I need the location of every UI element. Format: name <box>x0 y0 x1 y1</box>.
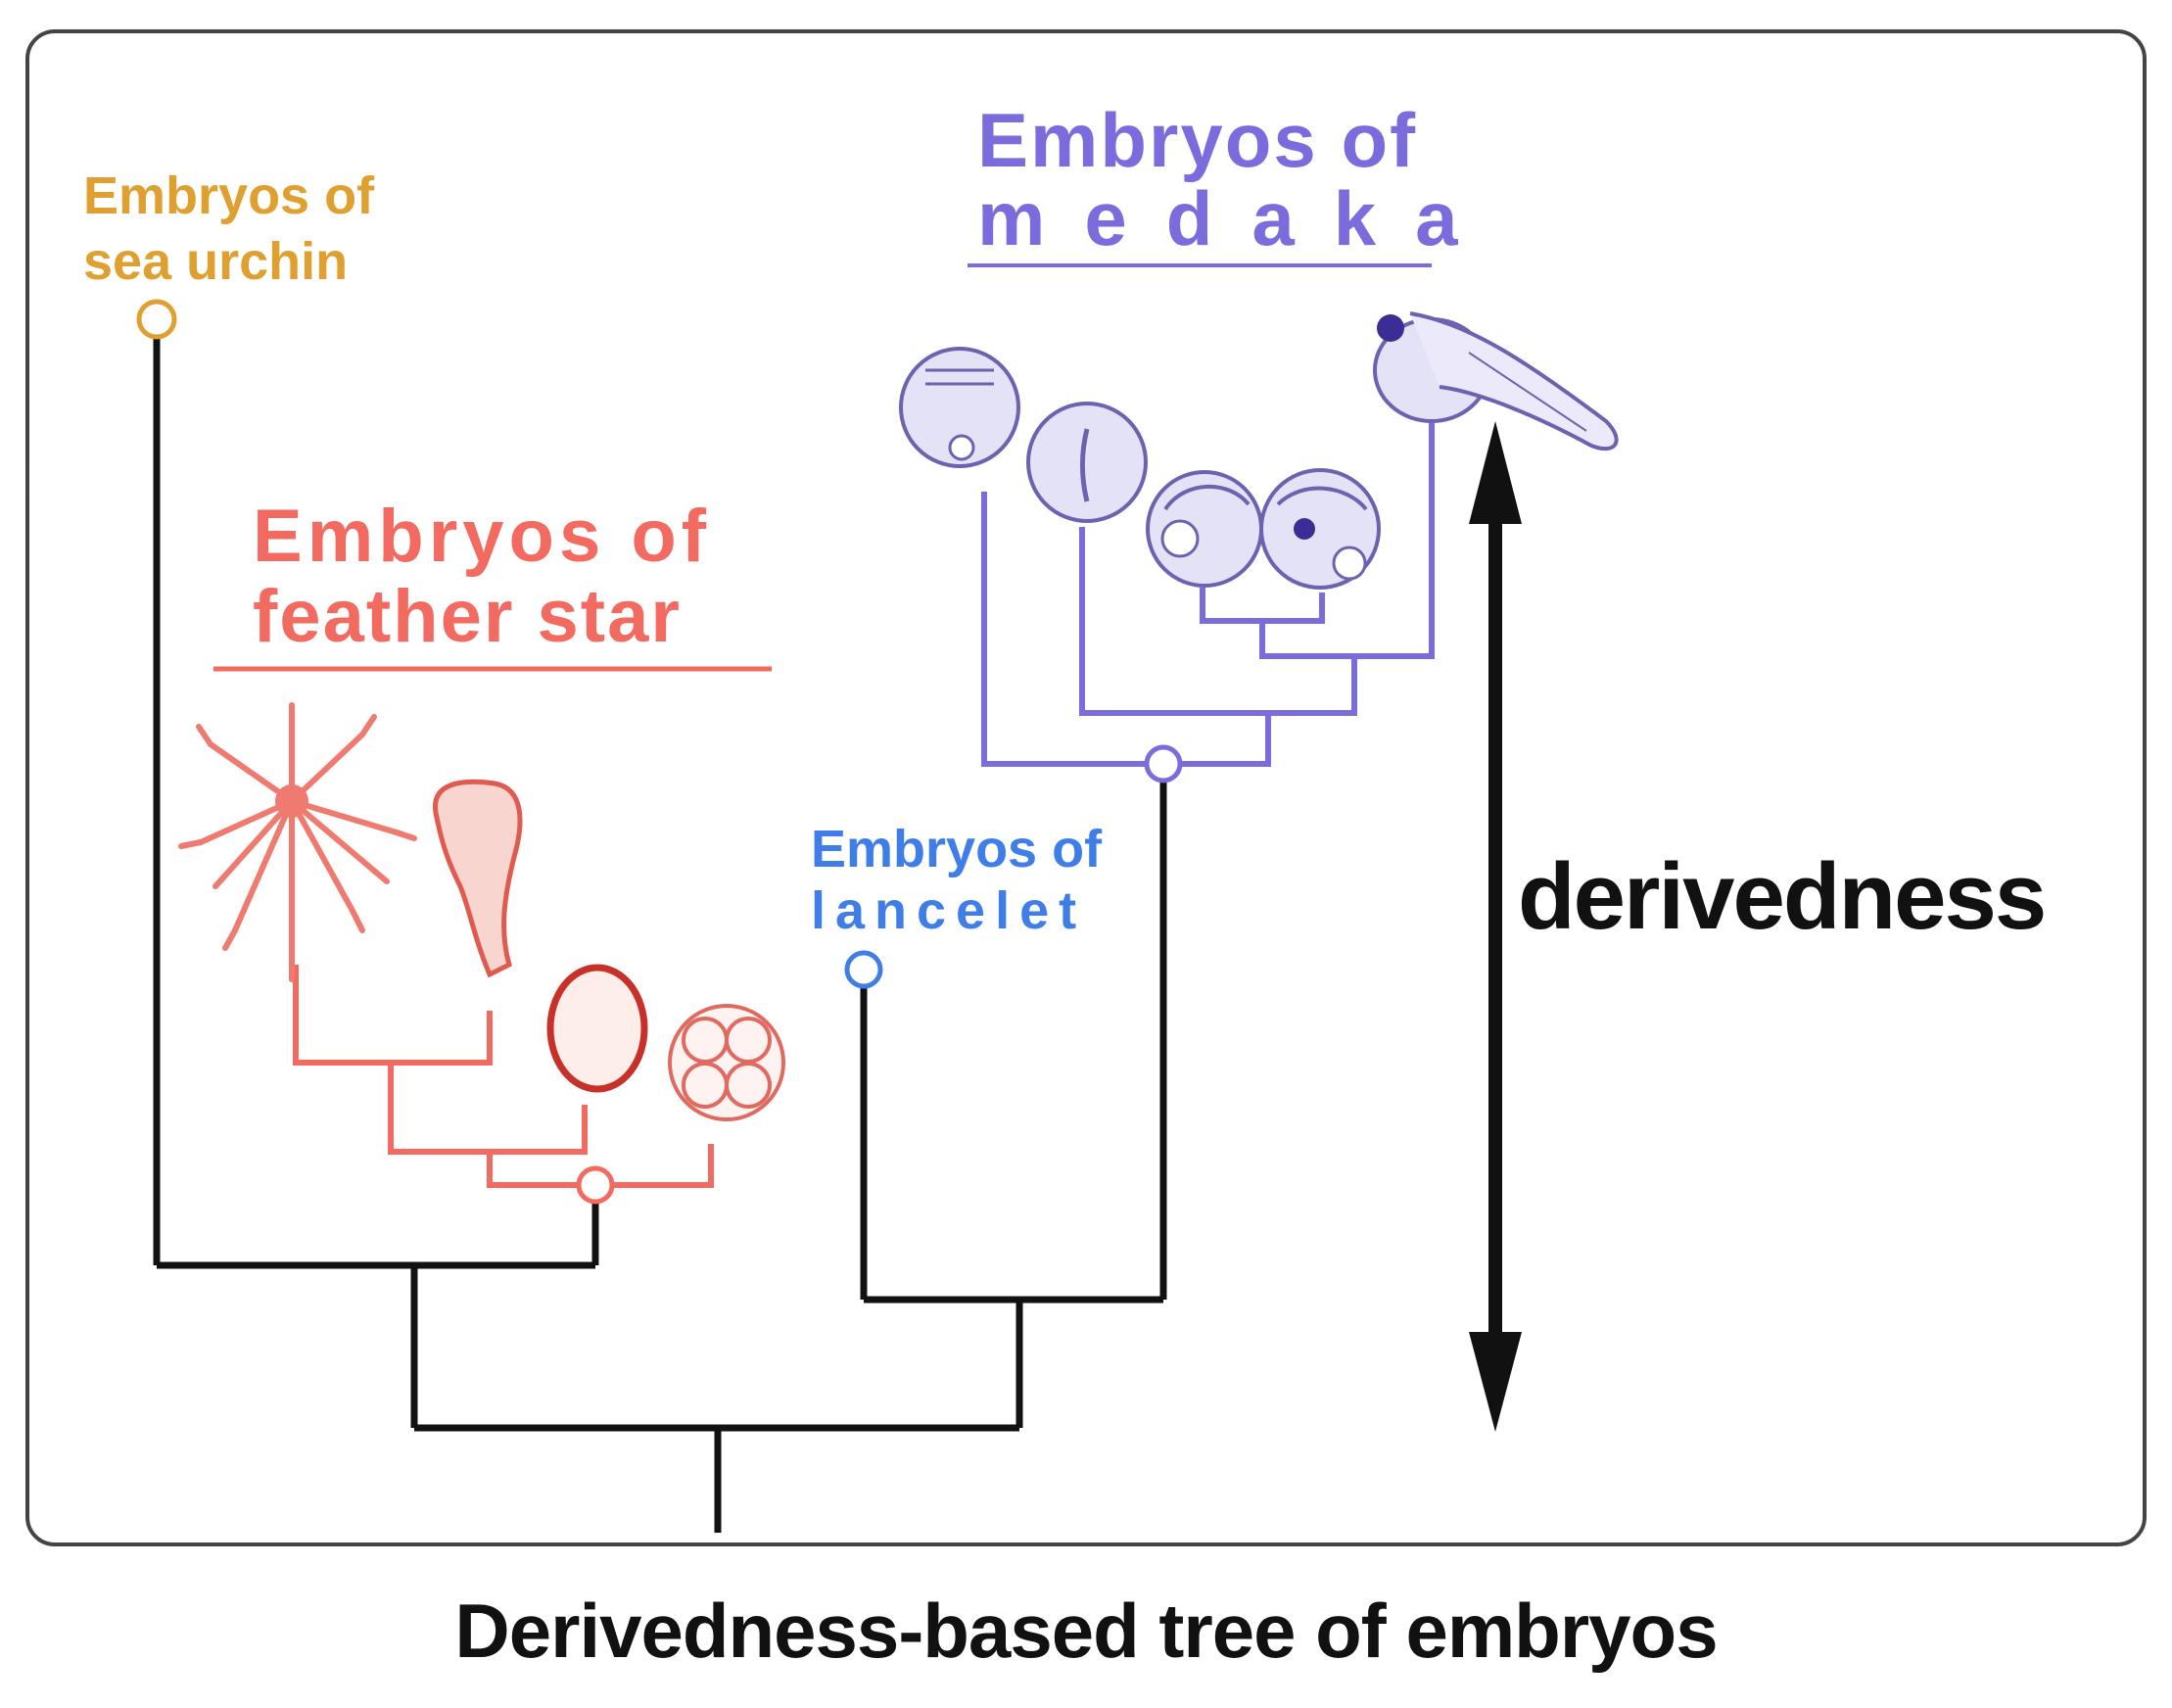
feather-star-label-line1: Embryos of <box>253 495 711 578</box>
medaka-subtree <box>981 423 1435 767</box>
urchin-featherstar-branch <box>153 333 599 1269</box>
medaka-group: Embryos of medaka <box>899 97 1619 783</box>
feather-star-group: Embryos of feather star <box>178 495 785 1205</box>
medaka-egg-1-icon <box>899 347 1020 468</box>
root-branch <box>410 1265 1023 1533</box>
medaka-hatchling-icon <box>1373 311 1619 451</box>
medaka-egg-2-icon <box>1026 402 1148 523</box>
feather-star-doliolaria-icon <box>433 779 523 978</box>
lancelet-label-line2: lancelet <box>811 881 1086 940</box>
lancelet-group: Embryos of lancelet <box>811 820 1103 989</box>
sea-urchin-label-line2: sea urchin <box>83 232 348 291</box>
sea-urchin-label-line1: Embryos of <box>83 166 375 225</box>
medaka-label-line2: medaka <box>977 175 1497 261</box>
medaka-node <box>1144 744 1183 783</box>
figure-caption: Derivedness-based tree of embryos <box>454 1588 1717 1674</box>
derivedness-arrowhead-up <box>1469 421 1522 524</box>
feather-star-egg-icon <box>546 964 648 1093</box>
feather-star-cleavage-icon <box>668 1004 785 1121</box>
lancelet-label-line1: Embryos of <box>811 820 1103 878</box>
derivedness-axis: derivedness <box>1469 421 2047 1432</box>
lancelet-node <box>844 950 883 989</box>
sea-urchin-node <box>136 299 177 340</box>
derivedness-label: derivedness <box>1518 844 2045 949</box>
backbone-tree <box>153 333 1167 1533</box>
sea-urchin-group: Embryos of sea urchin <box>83 166 375 340</box>
medaka-egg-4-icon <box>1259 468 1381 590</box>
medaka-label-line1: Embryos of <box>977 97 1417 183</box>
lancelet-medaka-branch <box>860 769 1167 1304</box>
figure-frame <box>25 29 2147 1546</box>
feather-star-node <box>576 1165 615 1205</box>
feather-star-label-line2: feather star <box>253 575 682 658</box>
derivedness-arrowhead-down <box>1469 1332 1522 1432</box>
medaka-egg-3-icon <box>1146 470 1263 588</box>
feather-star-larva-icon <box>178 702 417 982</box>
